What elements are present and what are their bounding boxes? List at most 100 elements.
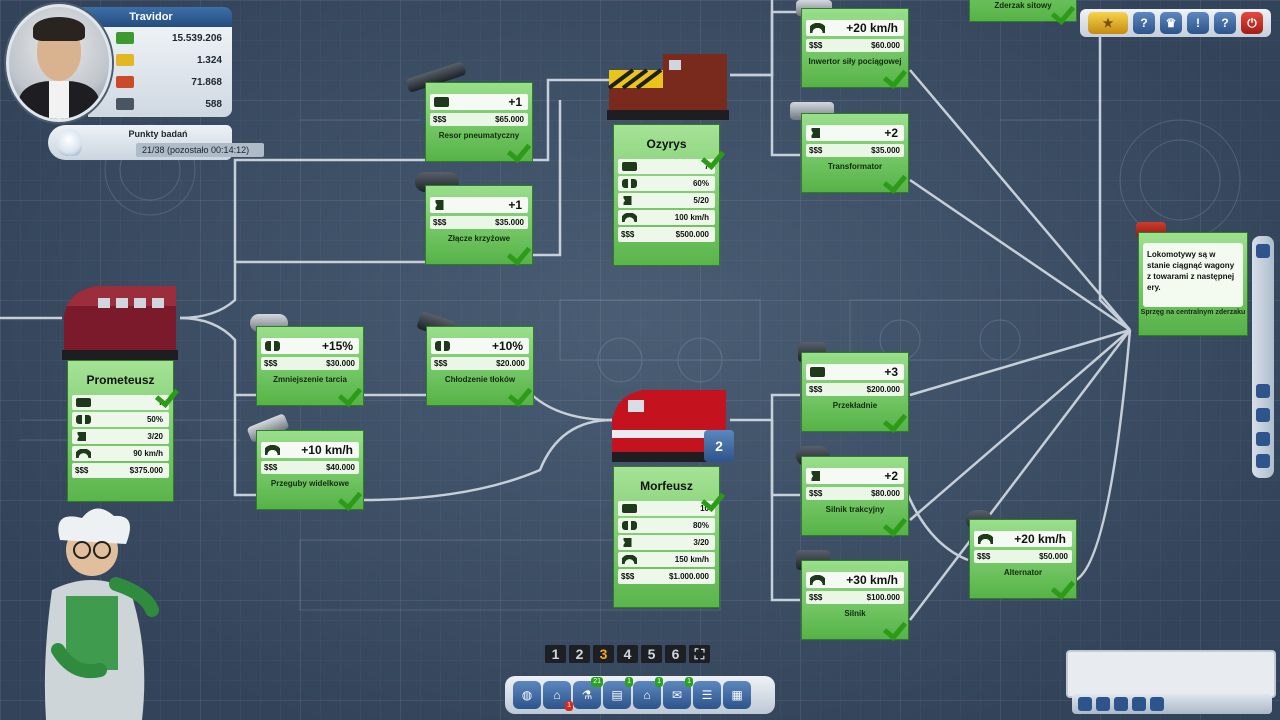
power-arrow-icon <box>76 432 91 441</box>
alert-icon[interactable]: ! <box>1187 12 1209 34</box>
bottom-toolbar: ◍ ⌂1 ⚗21 ▤1 ⌂1 ✉1 ☰ ▦ <box>505 676 775 714</box>
page-button-6[interactable]: 6 <box>665 645 686 663</box>
passengers-stat: 588 <box>88 93 232 115</box>
upgrade-card-alternator[interactable]: +20 km/h $$$$50.000 Alternator <box>969 519 1077 599</box>
page-button-5[interactable]: 5 <box>641 645 662 663</box>
top-menu-bar: ★ ? ♛ ! ? ⏻ <box>1080 9 1271 37</box>
people-icon[interactable] <box>1256 408 1270 422</box>
trophy-icon[interactable]: ♛ <box>1160 12 1182 34</box>
upgrade-card-zderzak[interactable]: Zderzak sitowy <box>969 0 1077 22</box>
calculator-icon[interactable]: ▦ <box>723 681 751 709</box>
globe-icon[interactable]: ◍ <box>513 681 541 709</box>
scroll-up-icon[interactable] <box>1256 244 1270 258</box>
upgrade-name: Zmniejszenie tarcia <box>273 375 347 384</box>
upgrade-card-silnik-trakcyjny[interactable]: +2 $$$$80.000 Silnik trakcyjny <box>801 456 909 536</box>
chat-people-icon[interactable] <box>1114 697 1128 711</box>
upgrade-value: +10 km/h <box>301 443 353 457</box>
trash-icon[interactable] <box>1256 384 1270 398</box>
power-arrow-icon <box>622 538 637 547</box>
speedometer-icon <box>265 445 280 455</box>
upgrade-card-tloki[interactable]: +10% $$$$20.000 Chłodzenie tłoków <box>426 326 534 406</box>
info-caption: Sprzęg na centralnym zderzaku <box>1140 309 1246 316</box>
upgrade-card-silnik[interactable]: +30 km/h $$$$100.000 Silnik <box>801 560 909 640</box>
checkmark-icon <box>886 513 908 529</box>
upgrade-card-inwertor[interactable]: +20 km/h $$$$60.000 Inwertor siły pociąg… <box>801 8 909 88</box>
power-arrow-icon <box>810 128 825 138</box>
upgrade-price: $35.000 <box>871 146 900 155</box>
checkmark-icon <box>1054 1 1076 17</box>
stat-value: 3/20 <box>147 432 163 441</box>
wagon-icon <box>622 162 637 171</box>
help-icon[interactable]: ? <box>1133 12 1155 34</box>
research-points-panel[interactable]: Punkty badań 21/38 (pozostało 00:14:12) <box>48 125 264 160</box>
wagon-icon <box>434 97 449 107</box>
loco-card-morfeusz[interactable]: Morfeusz 10 80% 3/20 150 km/h $$$$1.000.… <box>613 466 720 608</box>
wrench-icon <box>622 179 637 188</box>
upgrade-card-zlacze[interactable]: +1 $$$$35.000 Złącze krzyżowe <box>425 185 533 265</box>
page-button-3[interactable]: 3 <box>593 645 614 663</box>
upgrade-name: Transformator <box>827 162 883 171</box>
notification-badge: 1 <box>625 677 633 687</box>
player-stats: 15.539.206 1.324 71.868 588 <box>88 27 232 117</box>
currency-label: $$$ <box>264 359 278 368</box>
speedometer-icon <box>622 213 637 222</box>
upgrade-card-przekladnie[interactable]: +3 $$$$200.000 Przekładnie <box>801 352 909 432</box>
page-button-1[interactable]: 1 <box>545 645 566 663</box>
power-arrow-icon <box>810 471 825 481</box>
chat-trash-icon[interactable] <box>1096 697 1110 711</box>
upgrade-price: $35.000 <box>495 218 524 227</box>
checkmark-icon <box>886 409 908 425</box>
research-title: Punkty badań <box>128 129 188 139</box>
currency-label: $$$ <box>433 218 447 227</box>
loco-stat-capacity: 10 <box>618 501 715 516</box>
checkmark-icon <box>886 65 908 81</box>
fullscreen-icon[interactable]: ⛶ <box>689 645 710 663</box>
upgrade-card-przeguby[interactable]: +10 km/h $$$$40.000 Przeguby widelkowe <box>256 430 364 510</box>
page-button-2[interactable]: 2 <box>569 645 590 663</box>
upgrade-name: Silnik trakcyjny <box>825 505 885 514</box>
chat-group-icon[interactable] <box>1132 697 1146 711</box>
power-icon[interactable]: ⏻ <box>1241 12 1263 34</box>
upgrade-name: Chłodzenie tłoków <box>444 375 516 384</box>
upgrade-name: Inwertor siły pociągowej <box>808 57 902 66</box>
professor-character <box>44 508 159 720</box>
upgrade-card-resor[interactable]: +1 $$$$65.000 Resor pneumatyczny <box>425 82 533 162</box>
stat-value: 80% <box>692 521 709 530</box>
mail-icon[interactable]: ✉1 <box>663 677 693 709</box>
depot-icon[interactable]: ⌂1 <box>633 677 663 709</box>
info-icon[interactable]: ? <box>1214 12 1236 34</box>
lightbulb-icon <box>58 129 82 156</box>
power-arrow-icon <box>622 196 637 205</box>
upgrade-info-card[interactable]: Lokomotywy są w stanie ciągnąć wagony z … <box>1138 232 1248 336</box>
checkmark-icon <box>510 139 532 155</box>
hand-icon[interactable] <box>1256 432 1270 446</box>
chat-message-box[interactable] <box>1066 650 1276 698</box>
upgrade-card-transformator[interactable]: +2 $$$$35.000 Transformator <box>801 113 909 193</box>
loco-stat-price: $$$$1.000.000 <box>618 569 715 584</box>
loco-stat-reliability: 80% <box>618 518 715 533</box>
lab-icon[interactable]: ⚗21 <box>573 677 603 709</box>
chat-globe-icon[interactable] <box>1078 697 1092 711</box>
player-avatar[interactable] <box>6 4 112 122</box>
loco-card-prometeusz[interactable]: Prometeusz 7 50% 3/20 90 km/h $$$$375.00… <box>67 360 174 502</box>
upgrade-card-tarcie[interactable]: +15% $$$$30.000 Zmniejszenie tarcia <box>256 326 364 406</box>
wrench-icon <box>435 341 450 351</box>
stat-value: 50% <box>146 415 163 424</box>
loco-stat-power: 5/20 <box>618 193 715 208</box>
checkmark-icon <box>1054 576 1076 592</box>
loco-card-ozyrys[interactable]: Ozyrys 7 60% 5/20 100 km/h $$$$500.000 <box>613 124 720 266</box>
chat-arrow-icon[interactable] <box>1150 697 1164 711</box>
train-icon[interactable]: ▤1 <box>603 677 633 709</box>
page-button-4[interactable]: 4 <box>617 645 638 663</box>
stat-value: $1.000.000 <box>668 572 709 581</box>
stat-value: $500.000 <box>675 230 709 239</box>
passengers-icon <box>116 98 134 110</box>
upgrade-price: $200.000 <box>866 385 900 394</box>
upgrade-value: +2 <box>884 469 898 483</box>
stat-value: 60% <box>692 179 709 188</box>
globe-small-icon[interactable] <box>1256 454 1270 468</box>
list-icon[interactable]: ☰ <box>693 681 721 709</box>
gold-star-icon[interactable]: ★ <box>1088 12 1128 34</box>
station-icon[interactable]: ⌂1 <box>543 681 573 711</box>
money-icon <box>116 32 134 44</box>
